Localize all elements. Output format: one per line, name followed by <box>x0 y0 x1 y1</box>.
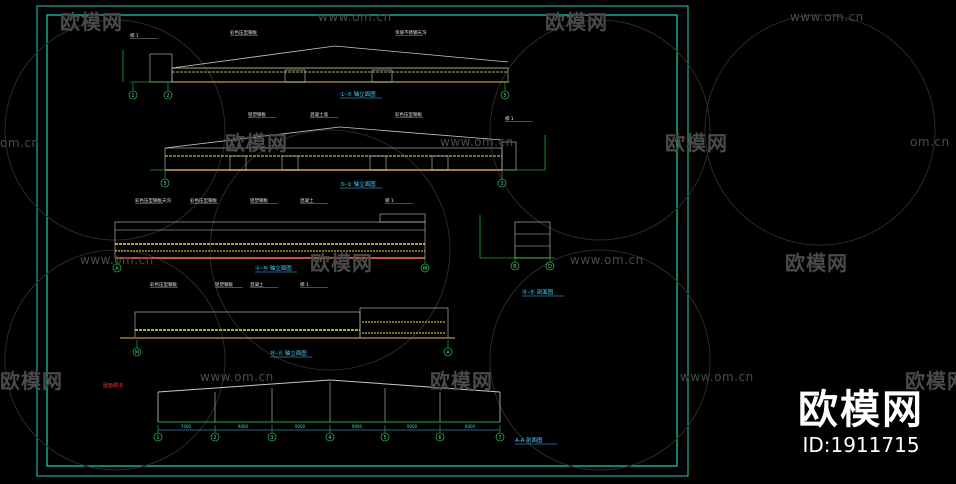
watermark-brand: 欧模网 <box>785 251 848 275</box>
callout-label: 铝塑钢板 <box>215 281 233 288</box>
elevation-title: ①-⑤ 轴立面图 <box>340 90 376 98</box>
grid-bubble-label: 1 <box>156 435 159 441</box>
watermark-url: www.om.cn <box>80 253 154 267</box>
watermark-url: om.cn <box>910 135 950 149</box>
brand-badge: 欧模网 ID:1911715 <box>798 388 924 458</box>
callout-label: 单坡不锈钢天沟 <box>395 29 427 36</box>
red-tag: 屋面做法 <box>103 382 123 389</box>
grid-bubble-label: 7 <box>498 435 501 441</box>
callout-label: 铝塑钢板 <box>248 111 266 118</box>
watermark-url: www.om.cn <box>680 370 754 384</box>
grid-bubble: 1 <box>128 83 138 100</box>
callout-label: 彩色压型钢板天沟 <box>135 197 171 204</box>
section-bb <box>479 215 555 259</box>
callout-label: 彩色压型钢板 <box>395 111 422 118</box>
grid-bubble: B <box>510 254 520 271</box>
grid-bubble-label: 2 <box>166 93 169 99</box>
grid-bubble-label: A <box>115 266 119 272</box>
elevation-title: Ⓜ-Ⓐ 轴立面图 <box>270 349 307 357</box>
watermark-brand: 欧模网 <box>0 369 63 393</box>
watermark-url: www.om.cn <box>570 253 644 267</box>
grid-bubble-label: 6 <box>438 435 441 441</box>
grid-bubble: 2 <box>163 83 173 100</box>
grid-bubble: M <box>132 340 142 357</box>
grid-bubble-label: 1 <box>500 181 503 187</box>
callout-label: 混凝土 <box>250 281 264 288</box>
callout-label: 梯 1 <box>505 115 514 122</box>
watermark-brand: 欧模网 <box>545 10 608 34</box>
grid-bubble-label: M <box>135 350 139 356</box>
dimension-label: 9000 <box>238 424 249 429</box>
grid-bubble: 5 <box>160 171 170 188</box>
elevation-title: ⑤-① 轴立面图 <box>340 180 376 188</box>
watermark-url: www.om.cn <box>790 10 864 24</box>
grid-bubble-label: 4 <box>328 435 331 441</box>
grid-bubble-label: B <box>513 264 517 270</box>
elevation-title: Ⓑ-Ⓑ 剖面图 <box>522 288 554 296</box>
grid-bubble-label: D <box>548 264 552 270</box>
callout-labels: 彩色压型钢板单坡不锈钢天沟梯 1铝塑钢板混凝土墙彩色压型钢板梯 1彩色压型钢板天… <box>130 29 533 429</box>
grid-bubble-label: 3 <box>270 435 273 441</box>
callout-label: 混凝土 <box>300 197 314 204</box>
grid-bubble-label: 5 <box>503 93 506 99</box>
grid-bubble: D <box>545 254 555 271</box>
brand-name: 欧模网 <box>798 387 924 433</box>
watermark-url: www.om.cn <box>318 10 392 24</box>
callout-label: 彩色压型钢板 <box>190 197 217 204</box>
elevation-4 <box>120 307 455 339</box>
watermark-url: www.om.cn <box>200 370 274 384</box>
grid-bubble: 4 <box>325 425 335 442</box>
watermark-url: om.cn <box>0 136 40 150</box>
grid-bubble-label: M <box>423 266 427 272</box>
grid-bubble: 6 <box>435 425 445 442</box>
elevation-title: Ⓐ-Ⓜ 轴立面图 <box>255 264 292 272</box>
elevation-titles: ①-⑤ 轴立面图 ⑤-① 轴立面图 Ⓐ-Ⓜ 轴立面图 Ⓜ-Ⓐ 轴立面图 Ⓑ-Ⓑ 剖面图 A… <box>255 90 564 445</box>
grid-bubble-label: 1 <box>131 93 134 99</box>
watermark-brand: 欧模网 <box>430 369 493 393</box>
grid-bubble: 1 <box>153 425 163 442</box>
dimension-label: 9000 <box>295 424 306 429</box>
grid-bubble: 1 <box>497 171 507 188</box>
callout-label: 彩色压型钢板 <box>230 29 257 36</box>
callout-label: 混凝土墙 <box>310 111 328 118</box>
dimension-label: 9000 <box>465 424 476 429</box>
grid-bubble-label: 5 <box>383 435 386 441</box>
watermark-brand: 欧模网 <box>665 131 728 155</box>
callout-label: 铝塑钢板 <box>250 197 268 204</box>
elevation-2 <box>150 126 546 171</box>
grid-bubble: 3 <box>267 425 277 442</box>
dimension-label: 9000 <box>407 424 418 429</box>
grid-bubble: A <box>112 256 122 273</box>
callout-label: 梯 1 <box>130 32 139 39</box>
elevation-1 <box>122 45 510 83</box>
grid-bubble: M <box>420 256 430 273</box>
watermark-url: www.om.cn <box>440 135 514 149</box>
callout-label: 梯 1 <box>385 197 394 204</box>
grid-bubble-label: A <box>446 350 450 356</box>
elevation-3 <box>114 213 426 259</box>
inner-frame <box>46 14 678 467</box>
watermark-brand: 欧模网 <box>60 10 123 34</box>
grid-bubble: 2 <box>210 425 220 442</box>
watermark-brand: 欧模网 <box>905 369 956 393</box>
elevation-title: A-A 剖面图 <box>515 436 543 444</box>
grid-bubble: 5 <box>380 425 390 442</box>
watermark-circles <box>4 14 936 471</box>
grid-bubble-label: 2 <box>213 435 216 441</box>
watermark-brand: 欧模网 <box>225 131 288 155</box>
grid-bubble: 5 <box>500 83 510 100</box>
grid-bubble-label: 5 <box>163 181 166 187</box>
dimension-label: 7000 <box>181 424 192 429</box>
dimension-label: 9000 <box>352 424 363 429</box>
grid-bubble: 7 <box>495 425 505 442</box>
outer-frame <box>36 5 689 477</box>
watermark-brand: 欧模网 <box>310 251 373 275</box>
brand-id: ID:1911715 <box>802 433 920 457</box>
callout-label: 梯 1 <box>300 281 309 288</box>
grid-bubble: A <box>443 340 453 357</box>
callout-label: 彩色压型钢板 <box>150 281 177 288</box>
